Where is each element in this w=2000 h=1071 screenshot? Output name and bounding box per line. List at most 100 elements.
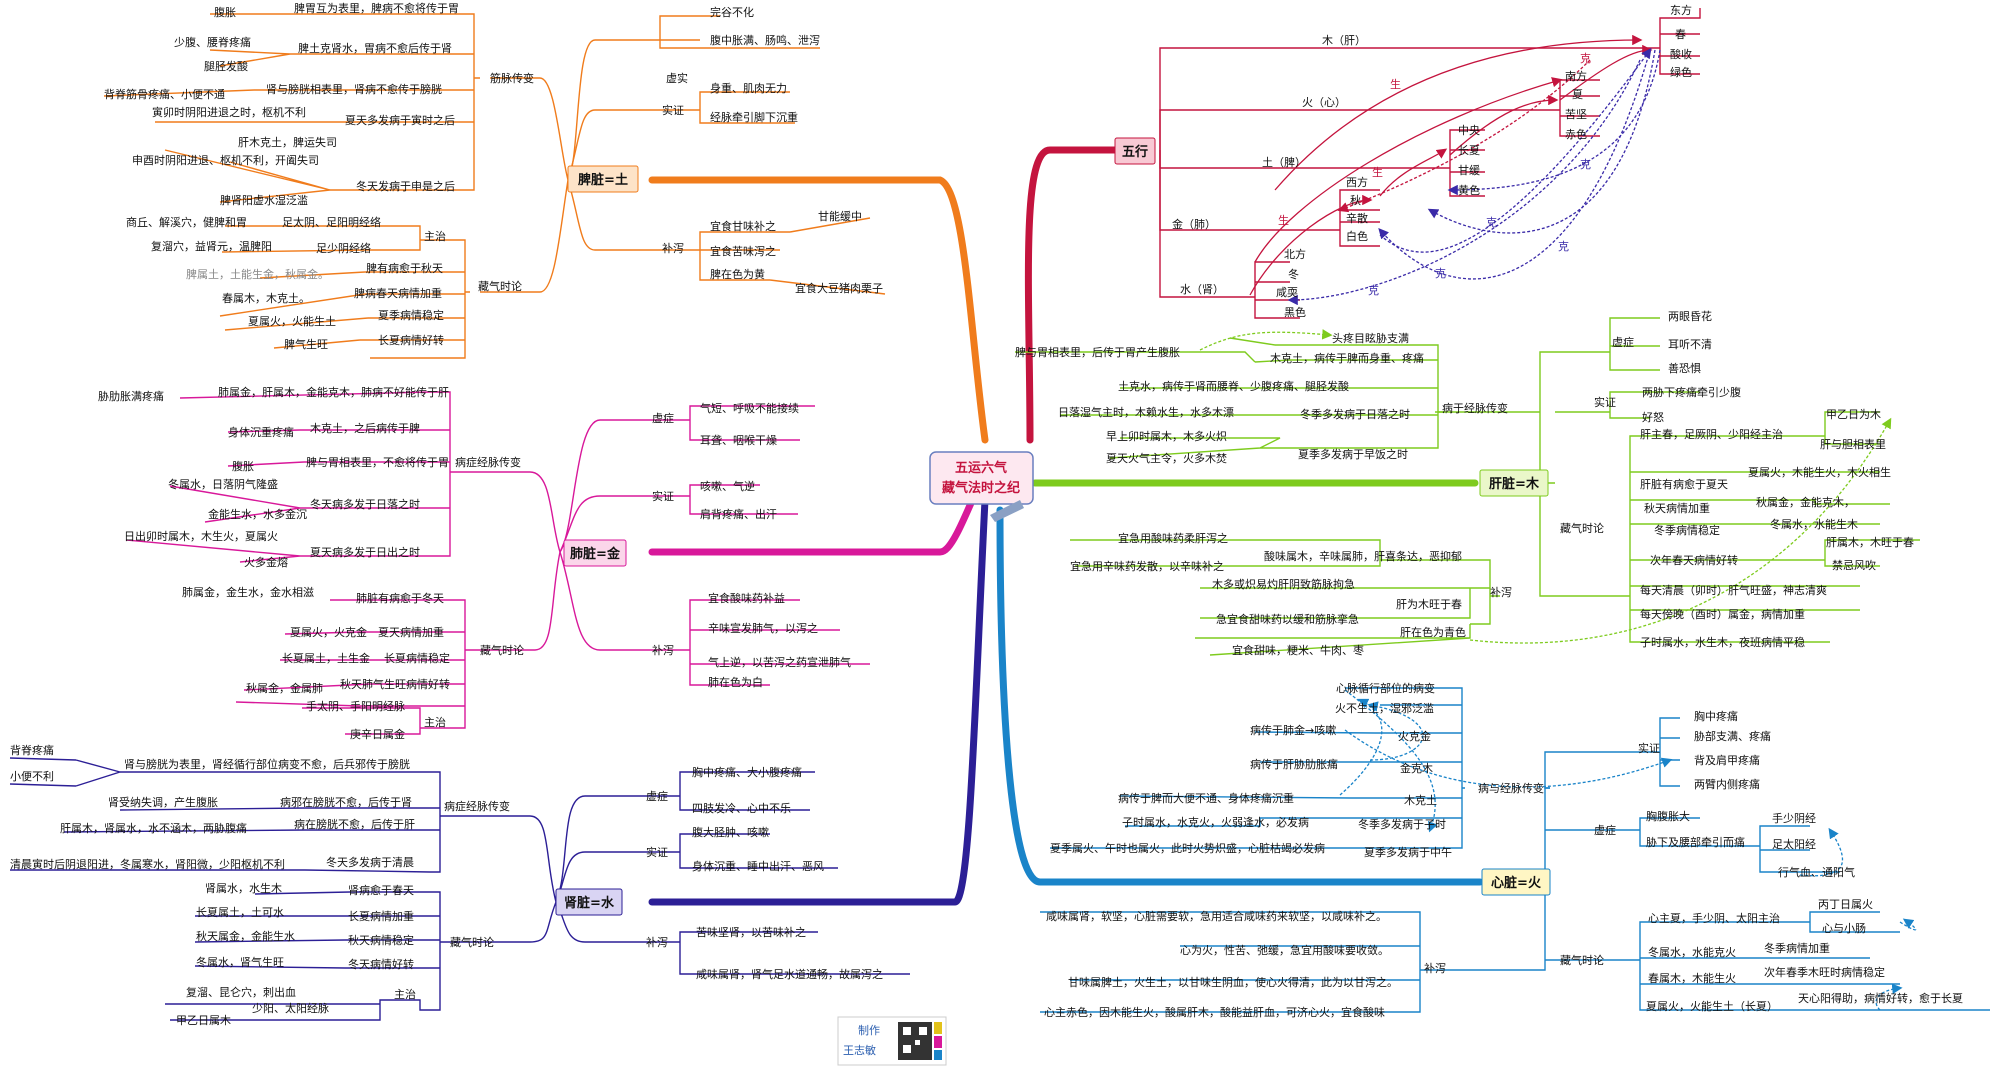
heart-branch [1040, 687, 1990, 1013]
wuxing-cycle-arrows [1249, 34, 1661, 306]
svg-text:行气血、通阳气: 行气血、通阳气 [1778, 865, 1855, 879]
svg-text:脾与胃相表里，不愈将传于胃: 脾与胃相表里，不愈将传于胃 [306, 455, 449, 469]
svg-text:秋属金，金属肺: 秋属金，金属肺 [246, 681, 323, 695]
svg-text:肾属水，水生木: 肾属水，水生木 [205, 881, 282, 895]
svg-text:秋属金，金能克木，: 秋属金，金能克木， [1756, 495, 1855, 509]
svg-text:补泻: 补泻 [646, 936, 668, 949]
spleen-root: 脾脏=土 [578, 172, 628, 188]
svg-text:实证: 实证 [646, 845, 668, 859]
svg-text:冬季病情加重: 冬季病情加重 [1764, 941, 1830, 955]
svg-text:木多或炽易灼肝阴致筋脉拘急: 木多或炽易灼肝阴致筋脉拘急 [1212, 577, 1355, 591]
svg-text:足太阴、足阳明经络: 足太阴、足阳明经络 [282, 215, 381, 229]
svg-text:咸味属肾，肾气足水道通畅，故属泻之: 咸味属肾，肾气足水道通畅，故属泻之 [696, 967, 883, 981]
svg-text:脾病春天病情加重: 脾病春天病情加重 [354, 286, 442, 300]
svg-text:生: 生 [1278, 213, 1289, 227]
svg-text:夏天火气主令，火多木焚: 夏天火气主令，火多木焚 [1106, 451, 1227, 465]
svg-text:早上卯时属木，木多火炽: 早上卯时属木，木多火炽 [1106, 429, 1227, 443]
heart-texts: 心脏=火 病与经脉传变 心脉循行部位的病变 火不生土，湿邪泛滥 火克金 病传于肺… [1044, 681, 1963, 1019]
svg-text:复溜、昆仑穴，刺出血: 复溜、昆仑穴，刺出血 [186, 985, 296, 999]
svg-text:脾有病愈于秋天: 脾有病愈于秋天 [366, 261, 443, 275]
liver-dotted-links [1199, 329, 1892, 644]
svg-text:肝属木，木旺于春: 肝属木，木旺于春 [1826, 536, 1914, 549]
svg-text:克: 克 [1435, 267, 1446, 280]
svg-text:申酉时阴阳进退、枢机不利，开阖失司: 申酉时阴阳进退、枢机不利，开阖失司 [132, 153, 319, 167]
svg-text:肝属木，肾属水，水不涵木，两胁腹痛: 肝属木，肾属水，水不涵木，两胁腹痛 [60, 821, 247, 835]
svg-text:夏天多发病于寅时之后: 夏天多发病于寅时之后 [345, 113, 455, 127]
svg-text:冬属水，日落阴气隆盛: 冬属水，日落阴气隆盛 [168, 477, 278, 491]
main-branches [648, 146, 1484, 906]
svg-text:腹胀: 腹胀 [232, 459, 254, 473]
svg-text:病于经脉传变: 病于经脉传变 [1442, 401, 1508, 415]
svg-text:虚实: 虚实 [666, 71, 688, 85]
svg-text:冬季多发病于日落之时: 冬季多发病于日落之时 [1300, 407, 1410, 421]
svg-text:每天傍晚（酉时）属金，病情加重: 每天傍晚（酉时）属金，病情加重 [1640, 607, 1805, 621]
svg-text:辛味宣发肺气，以泻之: 辛味宣发肺气，以泻之 [708, 621, 818, 635]
svg-text:夏天病多发于日出之时: 夏天病多发于日出之时 [310, 545, 420, 559]
wuxing-branch [1159, 8, 1701, 319]
svg-text:夏季属火、午时也属火，此时火势炽盛，心脏枯竭必发病: 夏季属火、午时也属火，此时火势炽盛，心脏枯竭必发病 [1050, 841, 1325, 855]
svg-text:木克土: 木克土 [1404, 794, 1437, 807]
svg-text:冬天多发病于清晨: 冬天多发病于清晨 [326, 855, 414, 869]
svg-text:肾与膀胱为表里，肾经循行部位病变不愈，后兵邪传于膀胱: 肾与膀胱为表里，肾经循行部位病变不愈，后兵邪传于膀胱 [124, 757, 410, 771]
svg-text:心与小肠: 心与小肠 [1822, 922, 1866, 935]
svg-text:长夏病情加重: 长夏病情加重 [348, 909, 414, 923]
svg-text:水（肾）: 水（肾） [1180, 283, 1224, 296]
svg-text:主治: 主治 [424, 715, 446, 729]
pen-icon [990, 500, 1024, 522]
svg-text:黑色: 黑色 [1284, 305, 1306, 319]
svg-text:肺属金，金生水，金水相滋: 肺属金，金生水，金水相滋 [182, 585, 314, 599]
svg-text:两臂内侧疼痛: 两臂内侧疼痛 [1694, 777, 1760, 791]
svg-text:小便不利: 小便不利 [10, 770, 54, 783]
svg-text:丙丁日属火: 丙丁日属火 [1818, 898, 1873, 911]
svg-text:冬季病情稳定: 冬季病情稳定 [1654, 523, 1720, 537]
svg-text:土（脾）: 土（脾） [1262, 155, 1306, 169]
svg-text:金克木: 金克木 [1400, 761, 1433, 775]
svg-text:克: 克 [1368, 284, 1379, 297]
svg-text:苦坚: 苦坚 [1565, 108, 1587, 121]
svg-text:肾受纳失调，产生腹胀: 肾受纳失调，产生腹胀 [108, 795, 218, 809]
svg-text:宜急用辛味药发散，以辛味补之: 宜急用辛味药发散，以辛味补之 [1070, 559, 1224, 573]
svg-text:肺在色为白: 肺在色为白 [708, 675, 763, 689]
svg-text:实证: 实证 [652, 489, 674, 503]
svg-text:咸味属肾，软坚，心脏需要软，急用适合咸味药来软坚，以咸味补之: 咸味属肾，软坚，心脏需要软，急用适合咸味药来软坚，以咸味补之。 [1046, 909, 1387, 923]
svg-text:病症经脉传变: 病症经脉传变 [455, 455, 521, 469]
svg-text:肝与胆相表里: 肝与胆相表里 [1820, 437, 1886, 451]
svg-text:补泻: 补泻 [662, 242, 684, 255]
svg-text:日落湿气主时，木赖水生，水多木漂: 日落湿气主时，木赖水生，水多木漂 [1058, 405, 1234, 419]
svg-text:筋脉传变: 筋脉传变 [490, 71, 534, 85]
svg-text:宜食苦味泻之: 宜食苦味泻之 [710, 244, 776, 258]
svg-text:心脉循行部位的病变: 心脉循行部位的病变 [1336, 681, 1435, 695]
svg-text:苦味坚肾，以苦味补之: 苦味坚肾，以苦味补之 [696, 925, 806, 939]
wuxing-texts: 五行 木（肝） 东方 春 酸收 绿色 火（心） 南方 夏 苦坚 赤色 土（脾） … [1114, 3, 1692, 319]
svg-text:脾土克肾水，胃病不愈后传于肾: 脾土克肾水，胃病不愈后传于肾 [298, 41, 452, 55]
svg-text:实证: 实证 [662, 103, 684, 117]
svg-text:身体沉重、睡中出汗、恶风: 身体沉重、睡中出汗、恶风 [692, 859, 824, 873]
svg-text:少腹、腰脊疼痛: 少腹、腰脊疼痛 [174, 35, 251, 49]
svg-text:补泻: 补泻 [1490, 586, 1512, 599]
svg-text:心主赤色，因木能生火，酸属肝木，酸能益肝血，可济心火，宜食酸: 心主赤色，因木能生火，酸属肝木，酸能益肝血，可济心火，宜食酸味 [1044, 1005, 1385, 1019]
liver-branch [1015, 317, 1920, 656]
kidney-texts: 肾脏=水 虚症 胸中疼痛、大小腹疼痛 四肢发冷、心中不乐 实证 腹大胫肿、咳嗽 … [10, 743, 883, 1027]
svg-text:冬季多发病于子时: 冬季多发病于子时 [1358, 817, 1446, 831]
svg-text:藏气时论: 藏气时论 [478, 279, 522, 293]
svg-text:宜食甘味补之: 宜食甘味补之 [710, 219, 776, 233]
svg-text:甘味属脾土，火生土，以甘味生阴血，使心火得清，此为以甘泻之。: 甘味属脾土，火生土，以甘味生阴血，使心火得清，此为以甘泻之。 [1068, 975, 1398, 989]
wuxing-root: 五行 [1122, 144, 1148, 160]
svg-text:长夏病情稳定: 长夏病情稳定 [384, 651, 450, 665]
svg-text:肝在色为青色: 肝在色为青色 [1400, 625, 1466, 639]
svg-text:虚症: 虚症 [1612, 335, 1634, 349]
svg-text:秋天属金，金能生水: 秋天属金，金能生水 [196, 929, 295, 943]
svg-text:长夏: 长夏 [1458, 144, 1480, 157]
svg-text:病症经脉传变: 病症经脉传变 [444, 799, 510, 813]
lung-root: 肺脏=金 [570, 546, 621, 562]
svg-text:夏属火，火能生土: 夏属火，火能生土 [248, 314, 336, 328]
credit-label-1: 制作 [858, 1024, 880, 1037]
svg-text:补泻: 补泻 [652, 644, 674, 657]
center-title-1: 五运六气 [955, 460, 1007, 476]
svg-text:甲乙日为木: 甲乙日为木 [1826, 408, 1881, 421]
liver-root: 肝脏=木 [1489, 476, 1540, 492]
svg-text:夏属火，火能生土（长夏）: 夏属火，火能生土（长夏） [1646, 999, 1778, 1013]
svg-text:冬属水，水能克火: 冬属水，水能克火 [1648, 945, 1736, 959]
liver-texts: 肝脏=木 虚症 两眼昏花 耳听不清 善恐惧 实证 两胁下疼痛牵引少腹 好怒 藏气… [1015, 310, 1914, 657]
kidney-root: 肾脏=水 [564, 895, 615, 911]
